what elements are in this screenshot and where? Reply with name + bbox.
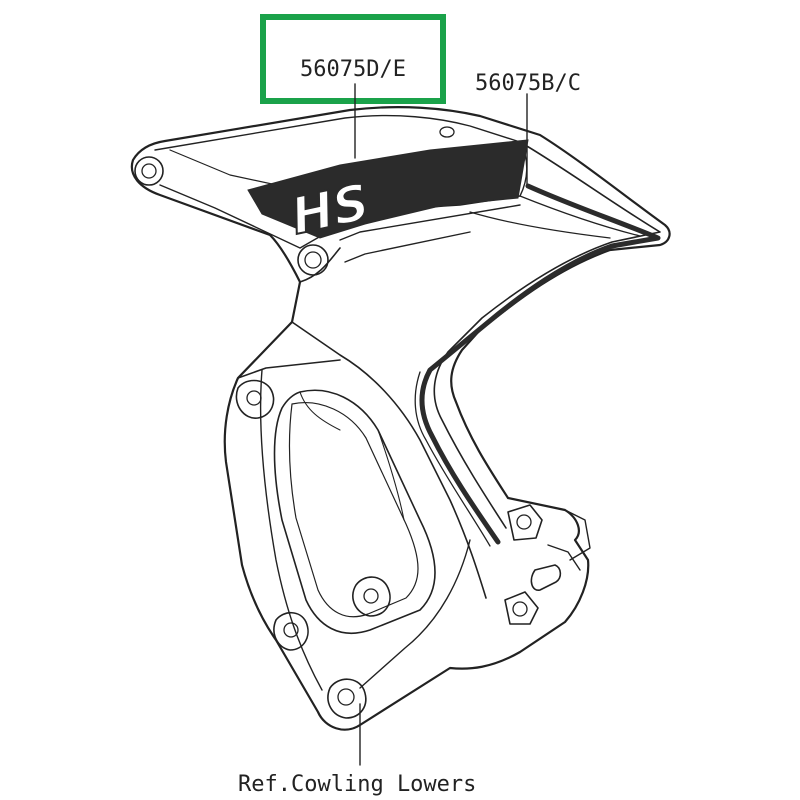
inner-cutout-rim — [288, 402, 419, 618]
inner-cutout-ridge — [299, 391, 405, 521]
side-trim-decal — [433, 141, 661, 529]
cowling-shroud-drawing: HS — [130, 106, 671, 731]
mount-boss-right-lower — [504, 591, 539, 625]
mount-boss-top-left — [134, 156, 164, 186]
lower-frame-inner-edge — [259, 369, 471, 691]
side-trim-inner — [414, 195, 641, 547]
decal-accent-stripe — [339, 204, 521, 263]
lower-frame — [237, 247, 487, 599]
slot-tab — [530, 564, 562, 591]
part-number-56075DE: 56075D/E — [300, 57, 406, 82]
mount-boss-right-upper — [507, 504, 543, 541]
reference-label: Ref.Cowling Lowers — [238, 772, 476, 797]
part-number-56075BC: 56075B/C — [475, 71, 581, 96]
right-flange — [547, 509, 591, 571]
inner-cutout — [273, 389, 436, 635]
decal-strip — [247, 139, 529, 239]
highlight-box[interactable] — [260, 14, 446, 104]
mount-boss-lower-left — [273, 611, 309, 651]
mount-boss-left — [235, 379, 275, 419]
mount-boss-upper — [297, 244, 329, 276]
mount-boss-bottom — [327, 678, 367, 719]
top-panel-hole — [439, 126, 455, 138]
side-trim-band — [419, 183, 661, 545]
mount-boss-center — [352, 576, 391, 617]
